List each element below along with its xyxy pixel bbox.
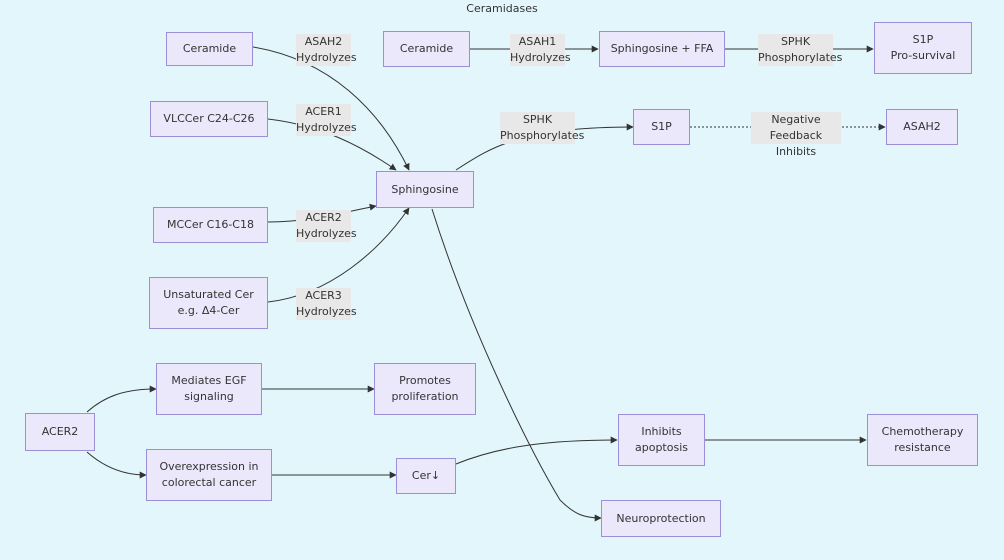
node-acer2: ACER2 [25,413,95,451]
node-unsaturated-cer: Unsaturated Cer e.g. Δ4-Cer [149,277,268,329]
node-s1p: S1P [633,109,690,145]
node-chemotherapy-resistance: Chemotherapy resistance [867,414,978,466]
label-acer2-hydrolyzes: ACER2 Hydrolyzes [296,210,357,242]
edge-acer2-overexpression [86,451,147,479]
node-asah2: ASAH2 [886,109,958,145]
node-sphingosine: Sphingosine [376,171,474,208]
node-vlccer: VLCCer C24-C26 [150,101,268,137]
edge-sphingosine-neuroprotection [431,208,602,522]
node-mediates-egf: Mediates EGF signaling [156,363,262,415]
label-sphk-phosphorylates: SPHK Phosphorylates [500,112,585,144]
label-asah2-hydrolyzes: ASAH2 Hydrolyzes [296,34,357,66]
node-s1p-prosurvival: S1P Pro-survival [874,22,972,74]
edge-acer2-egf [86,385,157,413]
edge-vlccer-sphingosine [267,118,397,171]
label-acer1-hydrolyzes: ACER1 Hydrolyzes [296,104,357,136]
label-acer3-hydrolyzes: ACER3 Hydrolyzes [296,288,357,320]
edge-unsatcer-sphingosine [267,207,410,303]
label-asah1-hydrolyzes: ASAH1 Hydrolyzes [510,34,571,66]
diagram-title: Ceramidases [466,2,538,15]
edge-ceramide-sphingosine [252,46,410,171]
node-sphingosine-ffa: Sphingosine + FFA [599,31,725,67]
label-negative-feedback: Negative Feedback Inhibits [751,112,841,158]
node-neuroprotection: Neuroprotection [601,500,721,537]
node-overexpression: Overexpression in colorectal cancer [146,449,272,501]
node-ceramide: Ceramide [166,32,253,66]
edge-cerdown-apoptosis [455,436,618,465]
node-mccer: MCCer C16-C18 [153,207,268,243]
node-cer-down: Cer↓ [396,458,456,494]
node-inhibits-apoptosis: Inhibits apoptosis [618,414,705,466]
node-promotes-proliferation: Promotes proliferation [374,363,476,415]
label-sphk-phosphorylates-top: SPHK Phosphorylates [758,34,843,66]
node-ceramide-b: Ceramide [383,31,470,67]
